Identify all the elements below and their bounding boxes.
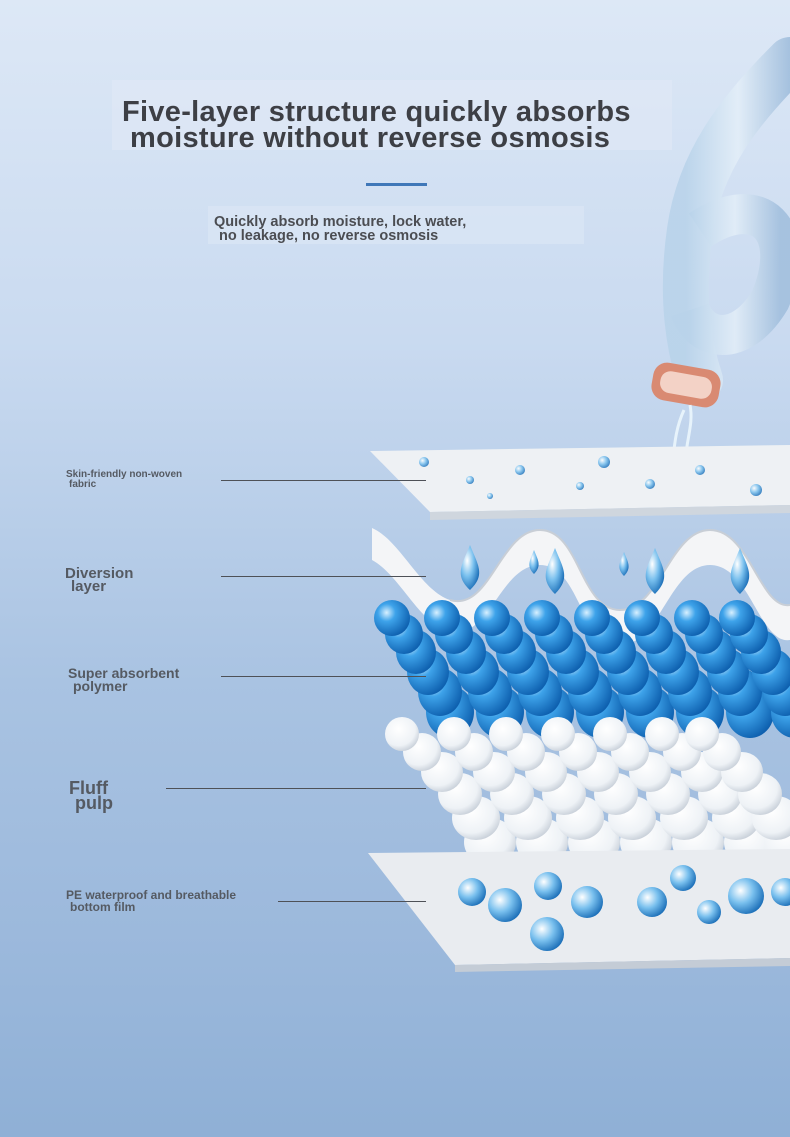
label-diversion-line-1: Diversion: [65, 565, 134, 582]
layer-fluff: [385, 717, 790, 866]
label-nonwoven-line-2: fabric: [69, 479, 97, 490]
label-nonwoven-line-1: Skin-friendly non-woven: [66, 469, 183, 480]
label-bottom-film-line-1: PE waterproof and breathable: [66, 888, 237, 902]
subtitle-box: Quickly absorb moisture, lock water, no …: [208, 206, 584, 244]
headline-line-1: Five-layer structure quickly absorbs: [122, 96, 631, 128]
leader-line-nonwoven: [221, 480, 426, 481]
layer-polymer: [374, 600, 790, 738]
label-bottom-film-line-2: bottom film: [70, 900, 136, 914]
label-bottom-film: PE waterproof and breathable bottom film: [66, 889, 236, 913]
label-fluff-line-2: pulp: [75, 793, 113, 813]
headline-line-2: moisture without reverse osmosis: [130, 122, 611, 154]
label-polymer-line-1: Super absorbent: [68, 665, 180, 681]
label-fluff-line-1: Fluff: [69, 778, 108, 798]
leader-line-diversion: [221, 576, 426, 577]
leader-line-polymer: [221, 676, 426, 677]
layer-bottom-film: [368, 849, 790, 972]
subtitle-line-1: Quickly absorb moisture, lock water,: [214, 214, 467, 230]
layer-sheet-top: [370, 445, 790, 520]
label-nonwoven: Skin-friendly non-woven fabric: [66, 470, 182, 490]
leader-line-fluff: [166, 788, 426, 789]
subtitle-line-2: no leakage, no reverse osmosis: [219, 228, 439, 244]
label-polymer-line-2: polymer: [73, 678, 128, 694]
accent-divider: [366, 183, 427, 186]
label-diversion: Diversion layer: [65, 565, 134, 595]
headline-box: Five-layer structure quickly absorbs moi…: [112, 80, 672, 154]
water-tube: [651, 37, 790, 493]
label-polymer: Super absorbent polymer: [68, 665, 180, 694]
label-fluff: Fluff pulp: [69, 778, 113, 813]
leader-line-bottom-film: [278, 901, 426, 902]
label-diversion-line-2: layer: [71, 578, 107, 595]
